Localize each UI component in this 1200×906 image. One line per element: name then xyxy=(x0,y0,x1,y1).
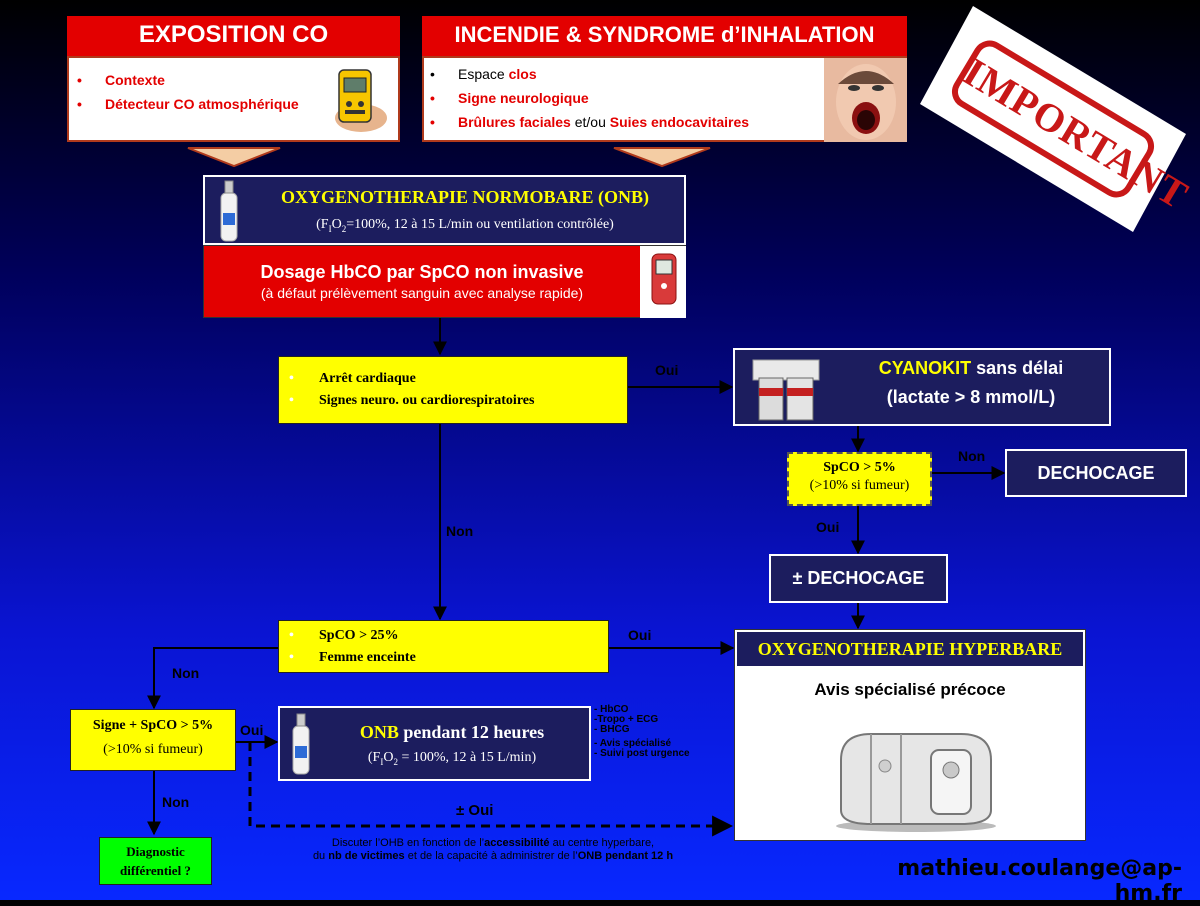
label-oui-spco5: Oui xyxy=(816,519,840,535)
label-non-spco5: Non xyxy=(958,448,986,464)
discuss-line2: du nb de victimes et de la capacité à ad… xyxy=(312,850,674,862)
label-oui-arret: Oui xyxy=(655,362,679,378)
dosage-subtitle: (à défaut prélèvement sanguin avec analy… xyxy=(260,285,584,301)
dosage-box: Dosage HbCO par SpCO non invasive (à déf… xyxy=(203,245,686,318)
dechocage-box: DECHOCAGE xyxy=(1005,449,1187,497)
signe-line2: (>10% si fumeur) xyxy=(103,742,203,757)
signe-line1: Signe + SpCO > 5% xyxy=(92,718,214,733)
spco5-box: SpCO > 5% (>10% si fumeur) xyxy=(787,452,932,506)
pm-dechocage-box: ± DECHOCAGE xyxy=(769,554,948,603)
important-stamp: IMPORTANT xyxy=(918,4,1196,234)
onb-box: OXYGENOTHERAPIE NORMOBARE (ONB) (FIO2=10… xyxy=(203,175,686,245)
incendie-box: •Espace clos •Signe neurologique •Brûlur… xyxy=(422,56,907,142)
expo-title: EXPOSITION CO xyxy=(138,21,329,48)
dechocage-label: DECHOCAGE xyxy=(1037,463,1155,483)
arrow-expo-down xyxy=(187,147,281,168)
incendie-item-brulures: •Brûlures faciales et/ou Suies endocavit… xyxy=(430,114,750,130)
label-oui-signe: Oui xyxy=(240,722,264,738)
spco25-item-pregnant: •Femme enceinte xyxy=(289,650,416,665)
incendie-item-neuro: •Signe neurologique xyxy=(430,90,589,106)
expo-item-context: •Contexte xyxy=(77,72,165,88)
ohb-title: OXYGENOTHERAPIE HYPERBARE xyxy=(735,630,1085,668)
dosage-title: Dosage HbCO par SpCO non invasive xyxy=(260,262,584,282)
arret-item-cardiac: •Arrêt cardiaque xyxy=(289,371,416,386)
author-email: mathieu.coulange@ap-hm.fr xyxy=(897,856,1182,906)
incendie-item-espace: •Espace clos xyxy=(430,66,537,82)
label-plusminus-oui: ± Oui xyxy=(456,802,494,819)
co-detector-icon xyxy=(325,64,393,136)
diagnostic-line1: Diagnostic xyxy=(126,844,185,859)
note-suivi: - Suivi post urgence xyxy=(594,748,690,759)
arret-item-neuro: •Signes neuro. ou cardiorespiratoires xyxy=(289,393,535,408)
discuss-note: Discuter l’OHB en fonction de l’accessib… xyxy=(258,837,728,863)
cyanokit-kit-icon xyxy=(749,352,827,424)
expo-box: •Contexte •Détecteur CO atmosphérique xyxy=(67,56,400,142)
discuss-line1: Discuter l’OHB en fonction de l’accessib… xyxy=(331,837,655,849)
diagnostic-box: Diagnostic différentiel ? xyxy=(99,837,212,885)
arret-box: •Arrêt cardiaque •Signes neuro. ou cardi… xyxy=(278,356,628,424)
diagnostic-line2: différentiel ? xyxy=(120,863,191,878)
oximeter-icon xyxy=(640,246,686,318)
cyanokit-title: CYANOKIT sans délai xyxy=(878,358,1064,378)
oxygen-bottle-icon xyxy=(215,179,243,243)
label-oui-spco25: Oui xyxy=(628,627,652,643)
face-illustration-icon xyxy=(824,58,907,142)
spco25-item-spco: •SpCO > 25% xyxy=(289,628,399,643)
spco5-line2: (>10% si fumeur) xyxy=(809,478,910,493)
cyanokit-lactate: (lactate > 8 mmol/L) xyxy=(886,387,1056,407)
arrow-incendie-down xyxy=(613,147,711,168)
oxygen-bottle-icon-2 xyxy=(288,712,314,776)
note-avis: - Avis spécialisé xyxy=(594,738,672,749)
signe-box: Signe + SpCO > 5% (>10% si fumeur) xyxy=(70,709,236,771)
expo-item-detector: •Détecteur CO atmosphérique xyxy=(77,96,299,112)
onb12-subtitle: (FIO2 = 100%, 12 à 15 L/min) xyxy=(367,750,537,767)
ohb-subtitle: Avis spécialisé précoce xyxy=(814,680,1006,699)
onb-subtitle: (FIO2=100%, 12 à 15 L/min ou ventilation… xyxy=(316,217,614,234)
incendie-header: INCENDIE & SYNDROME d’INHALATION xyxy=(422,16,907,56)
onb12-box: ONB pendant 12 heures (FIO2 = 100%, 12 à… xyxy=(278,706,591,781)
note-bhcg: - BHCG xyxy=(594,724,630,735)
incendie-title: INCENDIE & SYNDROME d’INHALATION xyxy=(454,22,875,47)
pm-dechocage-label: ± DECHOCAGE xyxy=(792,568,925,588)
cyanokit-box: CYANOKIT sans délai (lactate > 8 mmol/L) xyxy=(733,348,1111,426)
hyperbaric-chamber-icon xyxy=(831,720,1001,832)
spco25-box: •SpCO > 25% •Femme enceinte xyxy=(278,620,609,673)
ohb-box: OXYGENOTHERAPIE HYPERBARE Avis spécialis… xyxy=(734,629,1086,841)
note-hbco: - HbCO xyxy=(594,704,629,715)
followup-notes: - HbCO -Tropo + ECG - BHCG - Avis spécia… xyxy=(594,705,690,759)
onb-title: OXYGENOTHERAPIE NORMOBARE (ONB) xyxy=(280,187,649,207)
label-non-arret: Non xyxy=(446,523,474,539)
note-tropo: -Tropo + ECG xyxy=(594,714,659,725)
expo-header: EXPOSITION CO xyxy=(67,16,400,56)
spco5-line1: SpCO > 5% xyxy=(823,460,896,475)
onb12-title: ONB pendant 12 heures xyxy=(359,722,545,742)
label-non-signe: Non xyxy=(162,794,190,810)
label-non-spco25: Non xyxy=(172,665,200,681)
